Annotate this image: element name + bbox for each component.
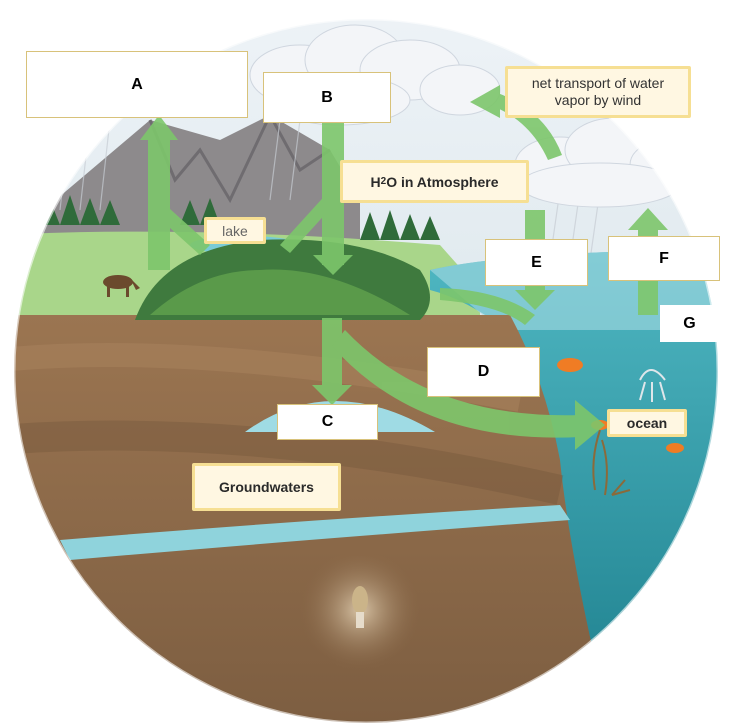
lake-label: lake (204, 217, 266, 244)
wind-transport-label-text: net transport of water vapor by wind (531, 75, 665, 108)
atmosphere-label-rest: O in Atmosphere (386, 173, 499, 190)
atmosphere-label-subscript: 2 (380, 176, 387, 187)
groundwater-stream (60, 505, 570, 560)
ocean-label: ocean (607, 409, 687, 437)
box-c[interactable]: C (277, 404, 378, 440)
deer-figure (103, 275, 140, 297)
box-b[interactable]: B (263, 72, 391, 123)
jellyfish (639, 369, 666, 402)
box-e[interactable]: E (485, 239, 588, 286)
box-g[interactable]: G (660, 305, 719, 342)
groundwaters-label-text: Groundwaters (219, 479, 314, 495)
atmosphere-label-h: H (370, 173, 381, 190)
morel-mushroom (352, 586, 368, 628)
lake-label-text: lake (222, 222, 248, 239)
box-f[interactable]: F (608, 236, 720, 281)
groundwaters-label: Groundwaters (192, 463, 341, 511)
box-d[interactable]: D (427, 347, 540, 397)
seaweed (592, 429, 631, 496)
wind-transport-label: net transport of water vapor by wind (505, 66, 691, 118)
ocean-label-text: ocean (626, 415, 668, 431)
box-a[interactable]: A (26, 51, 248, 118)
